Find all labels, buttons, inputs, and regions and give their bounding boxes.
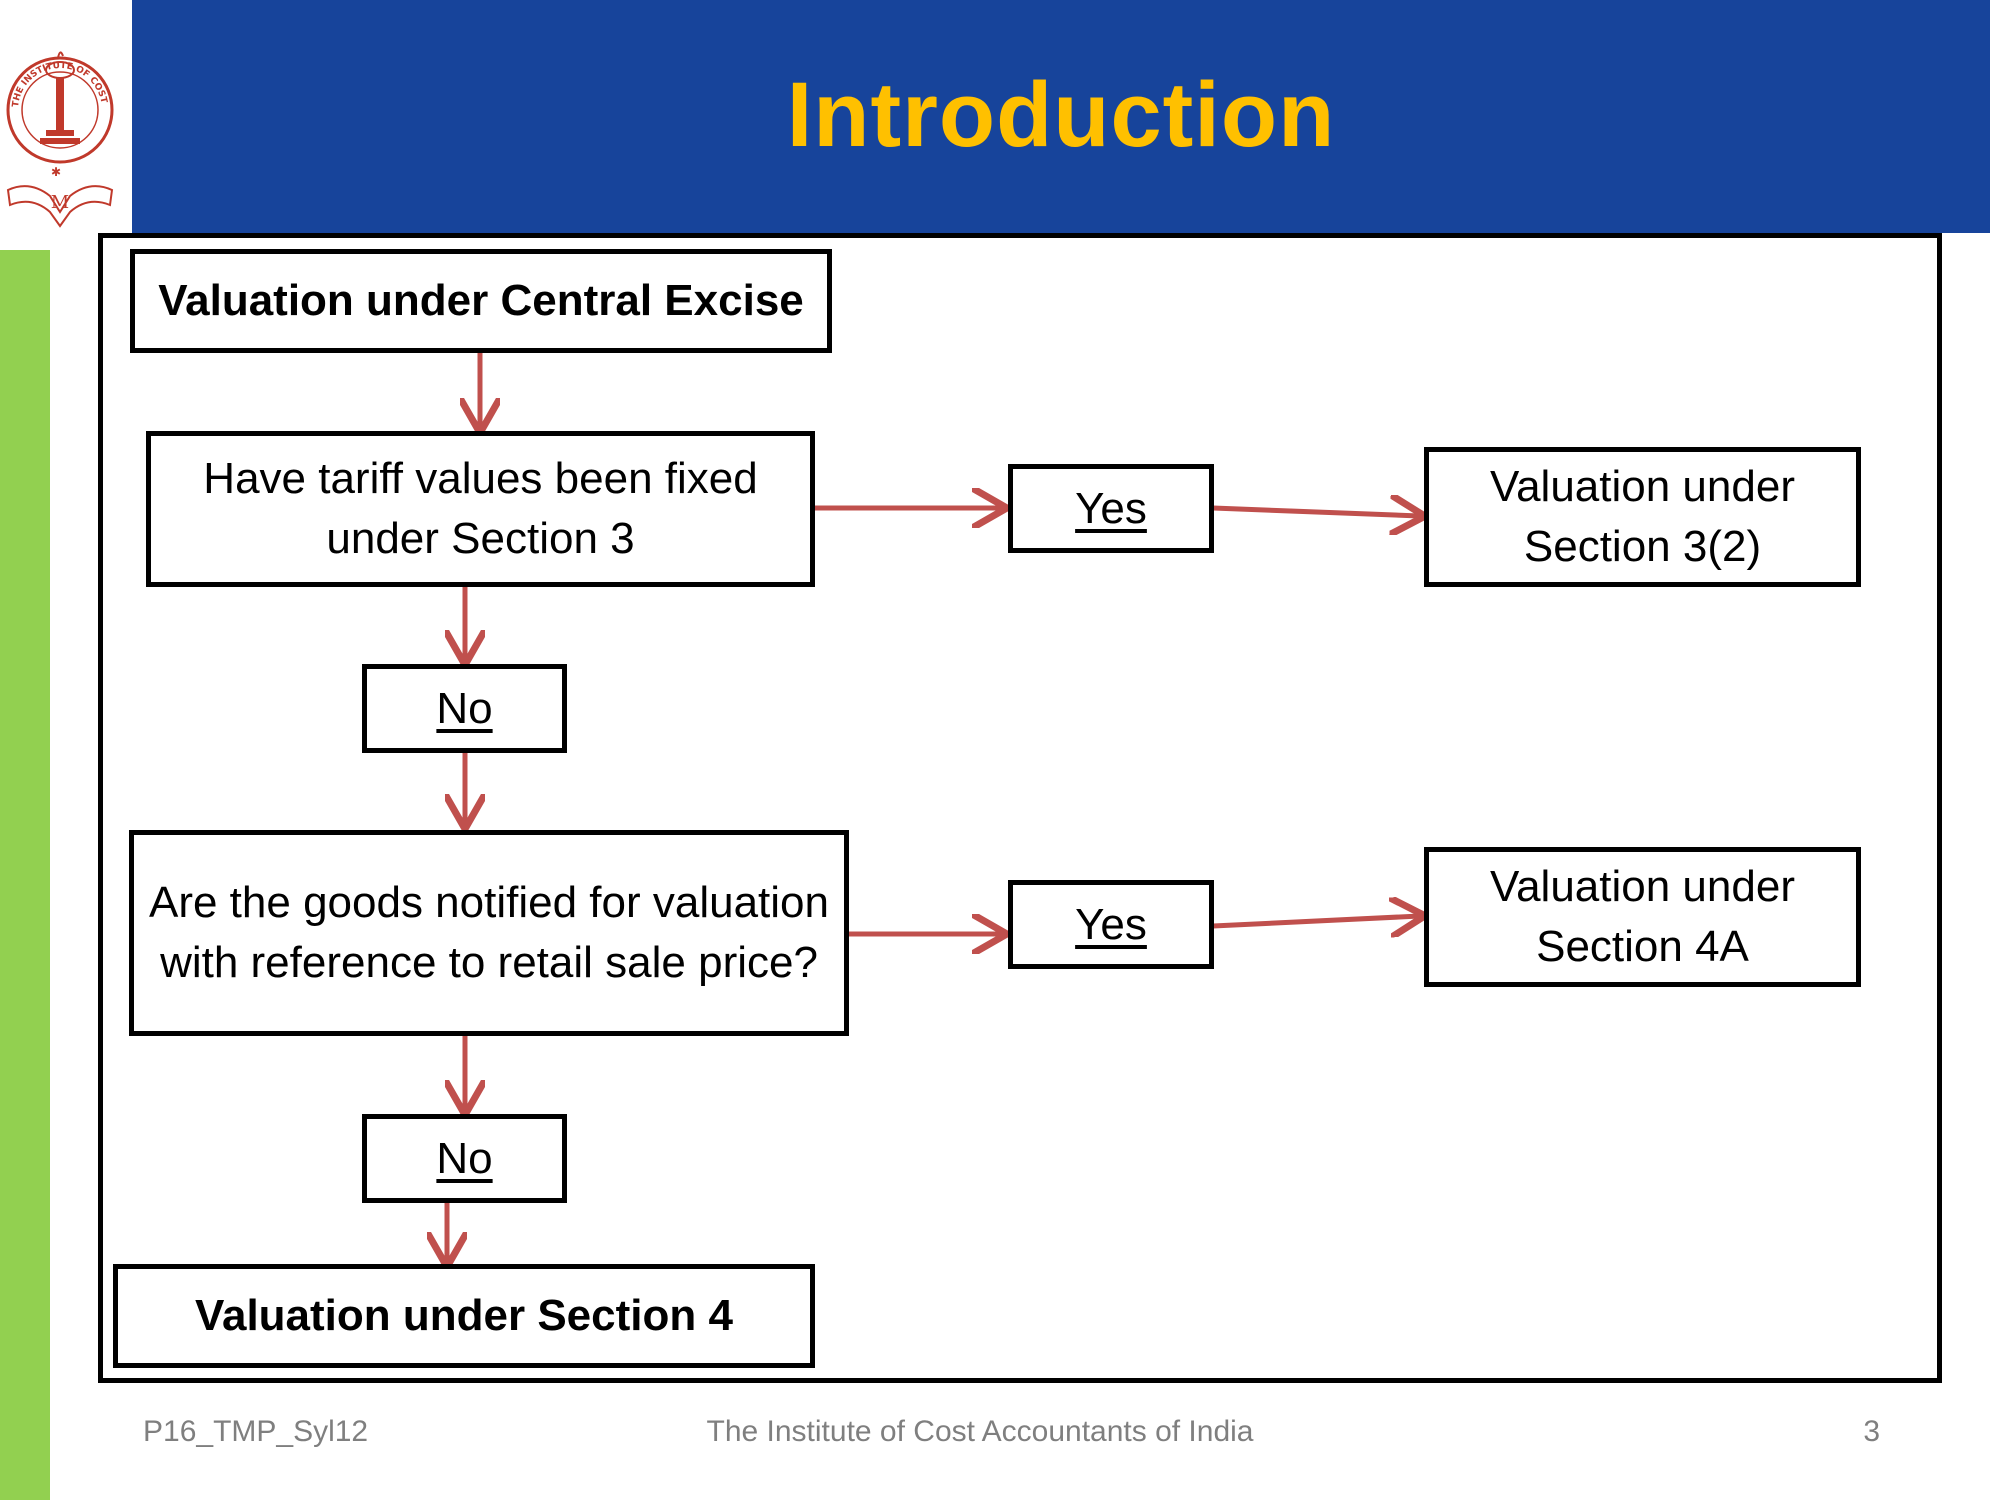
decision-tariff-values-label: Have tariff values been fixed under Sect… bbox=[203, 454, 758, 563]
svg-text:M: M bbox=[51, 192, 69, 213]
answer-yes-2: Yes bbox=[1008, 880, 1214, 969]
decision-retail-sale-price-label: Are the goods notified for valuation wit… bbox=[148, 878, 829, 987]
start-node-label: Valuation under Central Excise bbox=[158, 276, 804, 325]
page-number: 3 bbox=[1863, 1415, 1880, 1448]
footer-center: The Institute of Cost Accountants of Ind… bbox=[706, 1415, 1254, 1448]
answer-yes-1-label: Yes bbox=[1075, 483, 1147, 533]
diagram-frame bbox=[98, 233, 1942, 1383]
result-section-3-2-label: Valuation under Section 3(2) bbox=[1490, 462, 1795, 571]
accent-bar bbox=[0, 250, 50, 1500]
result-section-3-2: Valuation under Section 3(2) bbox=[1424, 447, 1861, 587]
footer-left: P16_TMP_Syl12 bbox=[143, 1415, 369, 1448]
answer-yes-1: Yes bbox=[1008, 464, 1214, 553]
end-node: Valuation under Section 4 bbox=[113, 1264, 815, 1368]
start-node: Valuation under Central Excise bbox=[130, 249, 832, 353]
end-node-label: Valuation under Section 4 bbox=[195, 1291, 733, 1340]
result-section-4a: Valuation under Section 4A bbox=[1424, 847, 1861, 987]
answer-yes-2-label: Yes bbox=[1075, 899, 1147, 949]
institute-seal-icon: THE INSTITUTE OF COST ACCOUNTANTS OF IND… bbox=[0, 0, 130, 232]
decision-retail-sale-price: Are the goods notified for valuation wit… bbox=[129, 830, 849, 1036]
svg-text:✱: ✱ bbox=[51, 165, 61, 179]
result-section-4a-label: Valuation under Section 4A bbox=[1490, 862, 1795, 971]
institute-seal-graphic: THE INSTITUTE OF COST ACCOUNTANTS OF IND… bbox=[0, 0, 114, 228]
answer-no-1-label: No bbox=[436, 683, 493, 733]
answer-no-2: No bbox=[362, 1114, 567, 1203]
answer-no-1: No bbox=[362, 664, 567, 753]
decision-tariff-values: Have tariff values been fixed under Sect… bbox=[146, 431, 815, 587]
answer-no-2-label: No bbox=[436, 1133, 493, 1183]
page-title: Introduction bbox=[786, 64, 1336, 166]
header-bar bbox=[132, 0, 1990, 233]
